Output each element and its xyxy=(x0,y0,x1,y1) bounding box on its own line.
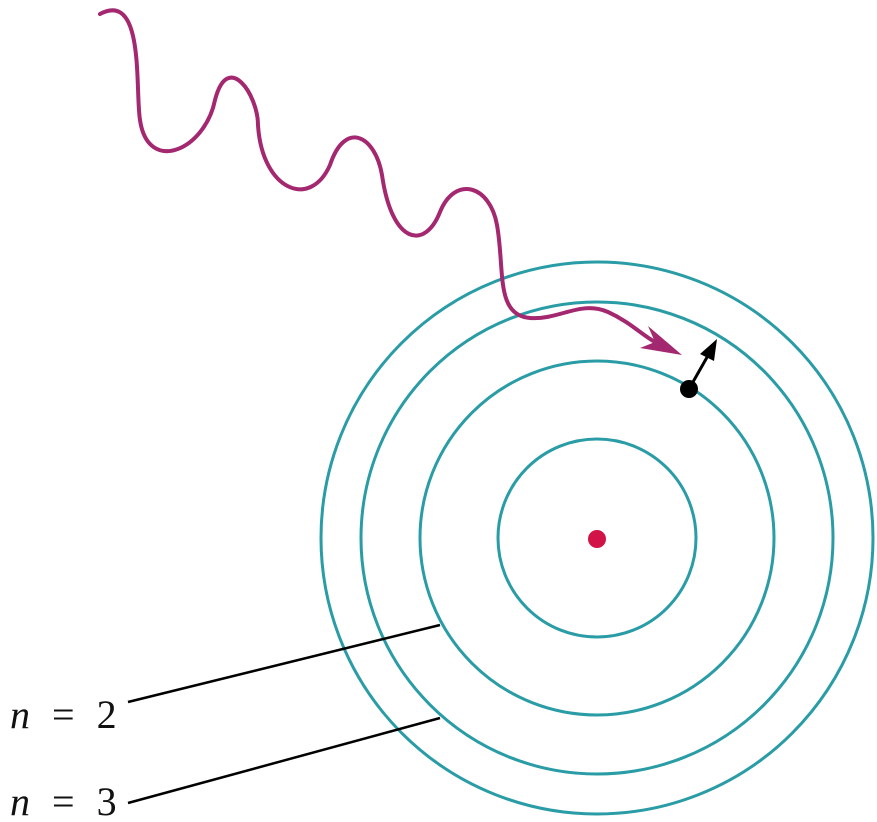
leader-lines xyxy=(127,623,441,805)
photon-wave xyxy=(98,8,657,344)
orbit-n4 xyxy=(319,260,875,816)
label-n3-operator: = xyxy=(52,779,75,822)
label-n2: n = 2 xyxy=(10,692,117,737)
orbit-n1 xyxy=(496,437,698,639)
orbits xyxy=(319,260,875,816)
orbit-n3 xyxy=(359,300,835,776)
photon xyxy=(98,8,682,355)
label-n3: n = 3 xyxy=(10,779,117,822)
orbit-n2 xyxy=(418,359,776,717)
electron-arrow-head xyxy=(700,339,717,361)
label-n2-operator: = xyxy=(52,692,75,737)
label-n2-value: 2 xyxy=(97,692,117,737)
nucleus xyxy=(588,530,606,548)
label-n3-value: 3 xyxy=(97,779,117,822)
label-n3-variable: n xyxy=(10,779,30,822)
leader-line-n3 xyxy=(127,716,441,805)
leader-line-n2 xyxy=(127,623,441,704)
photon-arrowhead xyxy=(640,326,682,355)
electron-dot xyxy=(680,380,698,398)
electron xyxy=(680,339,717,398)
label-n2-variable: n xyxy=(10,692,30,737)
